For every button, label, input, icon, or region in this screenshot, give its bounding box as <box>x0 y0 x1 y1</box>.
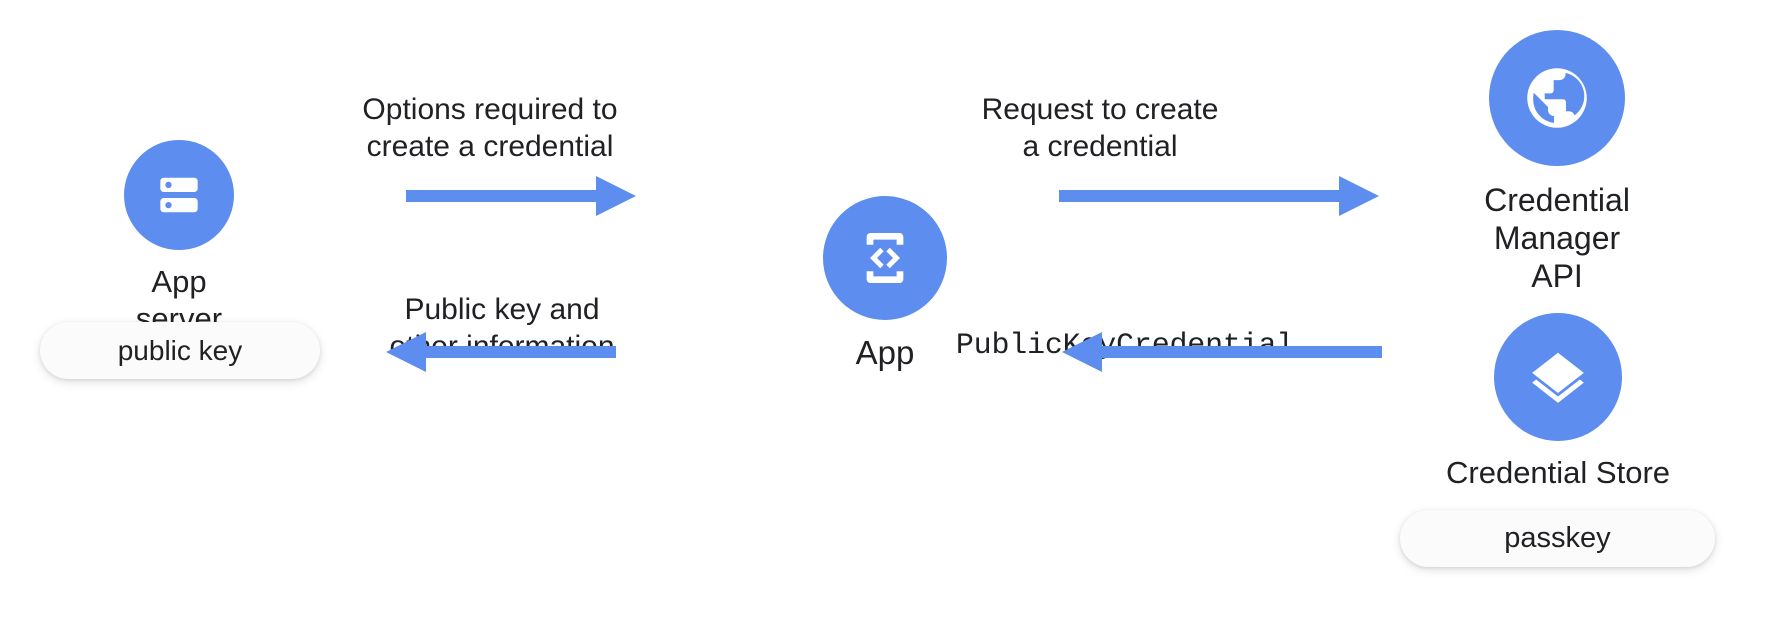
app-server-circle <box>124 140 234 250</box>
node-credential-manager-api-label: Credential Manager API <box>1484 182 1630 294</box>
globe-icon <box>1519 60 1595 136</box>
app-circle <box>823 196 947 320</box>
chip-public-key-label: public key <box>117 334 243 366</box>
edge-publickeycredential-arrow <box>1048 322 1388 382</box>
chip-passkey: passkey <box>1400 510 1715 567</box>
node-app-label: App <box>855 334 915 371</box>
node-app: App <box>823 196 947 373</box>
node-credential-store: Credential Store <box>1446 313 1670 492</box>
edge-public-key-back-arrow <box>372 322 622 382</box>
chip-public-key: public key <box>40 322 320 379</box>
layers-icon <box>1525 344 1591 410</box>
edge-request-create-arrow <box>1053 166 1383 226</box>
node-credential-store-label: Credential Store <box>1446 455 1671 490</box>
edge-options-required-arrow <box>400 166 640 226</box>
chip-passkey-label: passkey <box>1504 522 1611 554</box>
server-icon <box>151 167 207 223</box>
edge-options-required-label: Options required to create a credential <box>362 93 618 163</box>
node-app-server: App server <box>119 140 239 337</box>
node-credential-manager-api: Credential Manager API <box>1484 30 1630 295</box>
credential-manager-api-circle <box>1489 30 1625 166</box>
credential-store-circle <box>1494 313 1622 441</box>
edge-request-create-label: Request to create a credential <box>981 93 1219 163</box>
app-code-device-icon <box>854 227 916 289</box>
